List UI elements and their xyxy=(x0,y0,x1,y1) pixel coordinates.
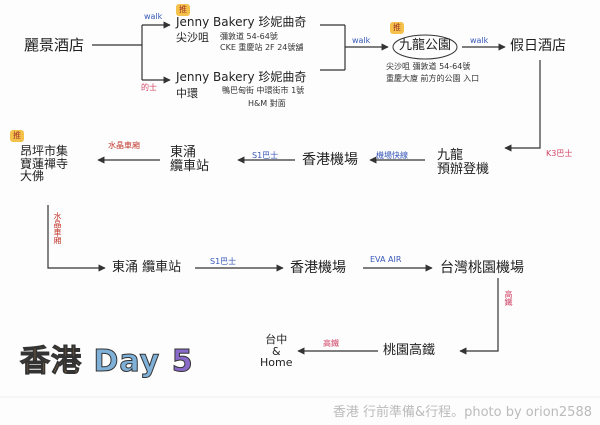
day-title: 香港 Day 5 xyxy=(20,336,194,380)
day-title-number: 5 xyxy=(171,344,194,380)
edge-hsr: 高鐵 xyxy=(323,339,339,348)
node-airport-2: 香港機場 xyxy=(290,260,346,276)
node-jenny-tst-addr1: 彌敦道 54-64號 xyxy=(220,32,278,41)
node-taoyuan-hsr: 桃園高鐵 xyxy=(383,343,436,358)
node-jenny-tst-addr2: CKE 重慶站 2F 24號舖 xyxy=(220,43,304,52)
arrow-to-taoyuan-hsr xyxy=(459,278,499,355)
day-title-day: Day xyxy=(93,344,161,380)
edge-bus-hsr: 高鐵 xyxy=(504,290,513,306)
node-kp-note1: 尖沙咀 彌敦道 54-64號 xyxy=(386,62,471,71)
node-jenny-central-addr2: H&M 對面 xyxy=(248,99,286,108)
node-jenny-central-addr1: 鴨巴甸街 中環街市 1號 xyxy=(222,86,305,95)
node-holiday-inn: 假日酒店 xyxy=(510,38,566,54)
edge-walk-3: walk xyxy=(470,36,489,45)
node-ngong-ping: 昂坪市集 寶蓮禪寺 大佛 xyxy=(20,144,69,184)
arrow-to-tung-chung-2 xyxy=(47,205,106,272)
node-kowloon-station: 九龍 預辦登機 xyxy=(437,148,490,177)
photo-credit: 香港 行前準備&行程。photo by orion2588 xyxy=(332,405,592,420)
edge-airport-express: 機場快線 xyxy=(376,151,408,160)
edge-s1-bus-2: S1巴士 xyxy=(210,257,237,266)
recommend-badge-kowloon-park: 推 xyxy=(390,22,404,34)
day-title-hk: 香港 xyxy=(20,344,82,380)
edge-walk-1: walk xyxy=(144,12,163,21)
node-tung-chung-1: 東涌 纜車站 xyxy=(170,145,210,174)
node-airport-1: 香港機場 xyxy=(302,152,358,168)
node-jenny-tst-title: Jenny Bakery 珍妮曲奇 xyxy=(176,15,307,29)
edge-s1-bus-1: S1巴士 xyxy=(252,151,279,160)
node-kowloon-park: 九龍公園 xyxy=(399,38,452,53)
edge-crystal-cabin-1: 水晶車廂 xyxy=(108,141,140,150)
node-tung-chung-2: 東涌 纜車站 xyxy=(112,260,182,275)
edge-crystal-cabin-2: 水晶車廂 xyxy=(53,212,62,244)
node-jenny-central-title: Jenny Bakery 珍妮曲奇 xyxy=(176,70,307,84)
kowloon-park-circle xyxy=(392,34,458,60)
node-hotel: 麗景酒店 xyxy=(24,36,85,54)
node-taichung-home: 台中 & Home xyxy=(260,333,293,370)
node-jenny-central-area: 中環 xyxy=(176,87,198,100)
node-taoyuan-airport: 台灣桃園機場 xyxy=(440,260,524,276)
recommend-badge-ngong-ping: 推 xyxy=(10,130,24,142)
recommend-badge-jenny: 推 xyxy=(176,4,190,16)
arrow-to-kowloon-station xyxy=(504,60,541,152)
edge-k3-bus: K3巴士 xyxy=(546,149,573,158)
edge-taxi: 的士 xyxy=(141,83,157,92)
node-jenny-tst-area: 尖沙咀 xyxy=(176,31,209,44)
edge-walk-2: walk xyxy=(352,36,371,45)
edge-eva-air: EVA AIR xyxy=(370,255,402,264)
node-kp-note2: 重慶大廈 前方的公園 入口 xyxy=(386,74,480,83)
